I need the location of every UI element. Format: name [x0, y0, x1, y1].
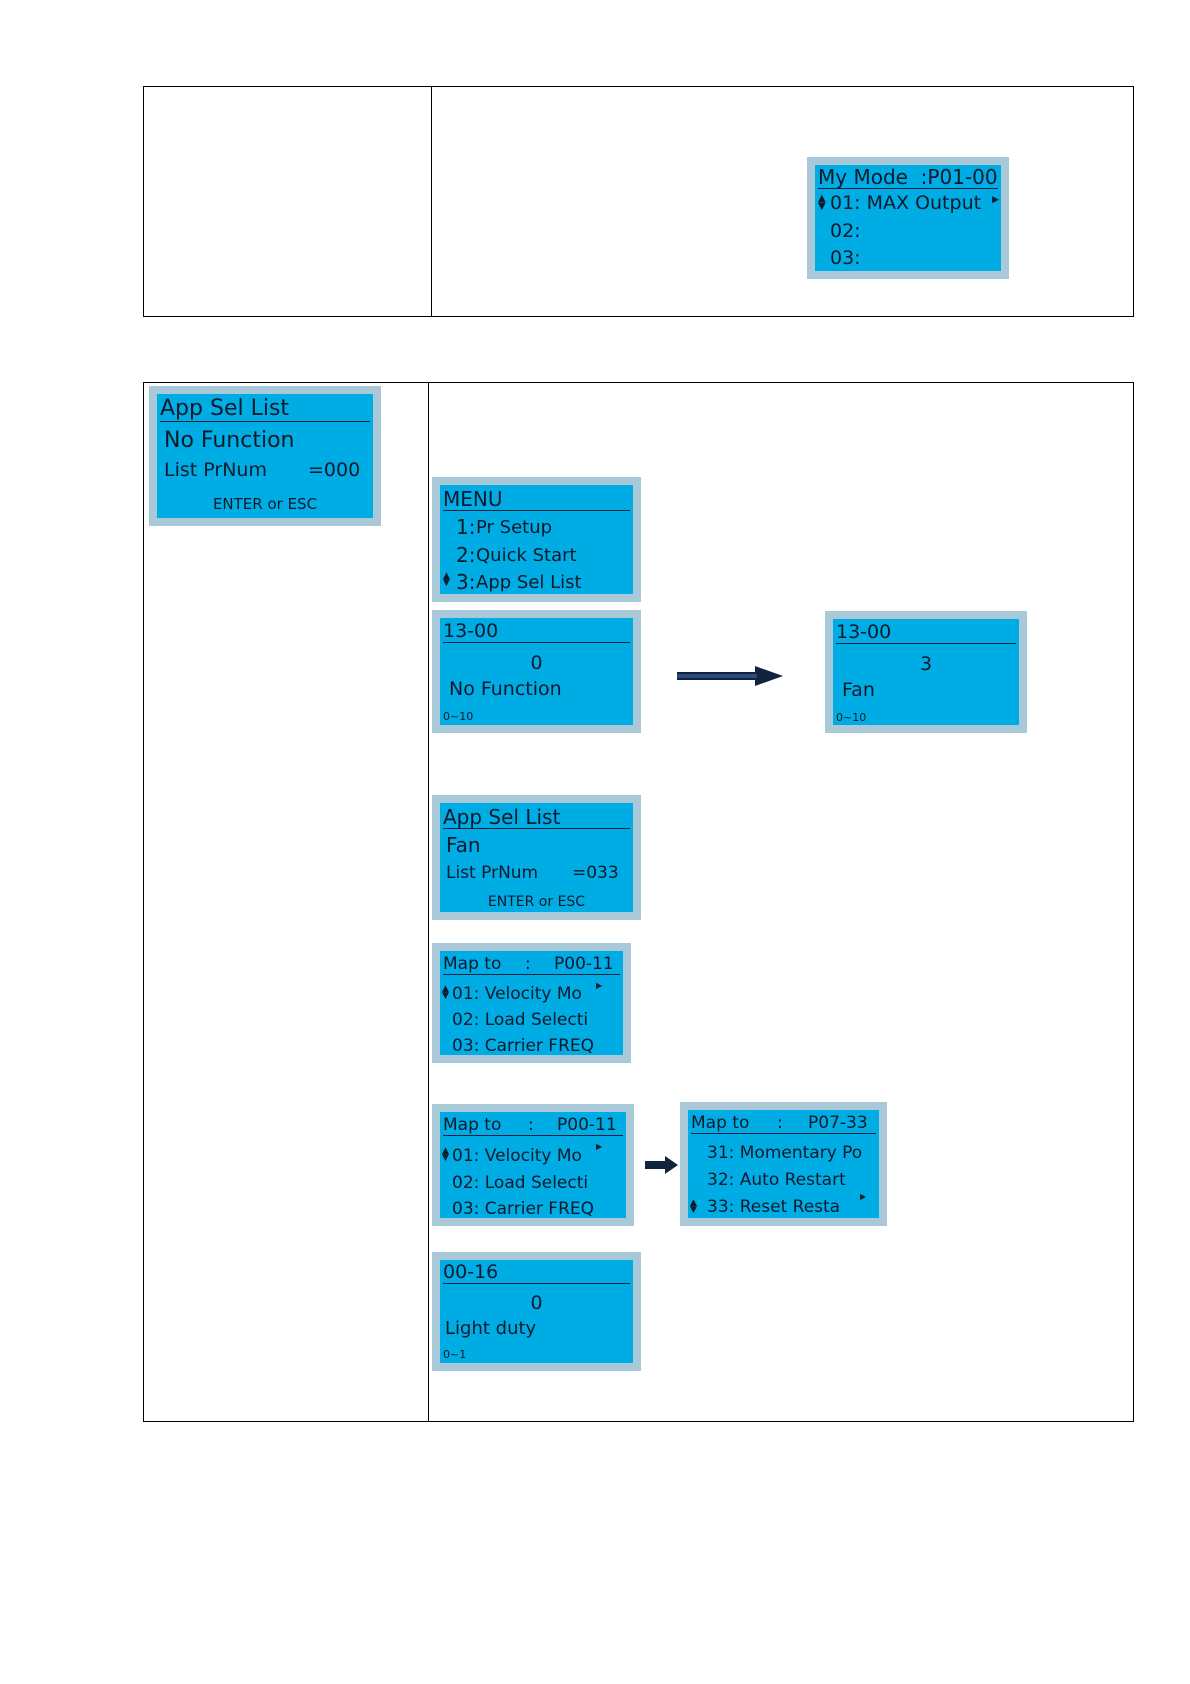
- lcd-map-to-screen: Map to : P07-33 31: Momentary Po 32: Aut…: [688, 1110, 879, 1218]
- lcd-title-bar: [443, 955, 620, 975]
- lcd-title-label: Map to: [443, 1115, 502, 1135]
- lcd-title-bar: [443, 1116, 623, 1136]
- lcd-00-16-screen: 00-16 0 Light duty 0~1: [440, 1260, 633, 1363]
- lcd-row-3: 33: Reset Resta: [707, 1197, 841, 1217]
- menu-item-3-num: 3:: [456, 570, 476, 594]
- lcd-map-to-p00-11-b: Map to : P00-11 ▲▼ 01: Velocity Mo ▶ 02:…: [432, 1104, 634, 1226]
- lcd-row-2: 02: Load Selecti: [452, 1010, 589, 1030]
- lcd-title: App Sel List: [160, 398, 370, 422]
- menu-item-2-text: Quick Start: [476, 545, 577, 566]
- table-2-divider: [428, 382, 429, 1422]
- lcd-title-param: P00-11: [554, 954, 614, 974]
- lcd-name: Fan: [842, 679, 875, 701]
- lcd-range: 0~10: [443, 710, 474, 723]
- lcd-title-sep: :: [525, 954, 531, 974]
- menu-item-3-text: App Sel List: [476, 572, 582, 593]
- lcd-value: 0: [530, 1292, 543, 1314]
- lcd-app-sel-fan: App Sel List Fan List PrNum =033 ENTER o…: [432, 795, 641, 920]
- lcd-13-00-before: 13-00 0 No Function 0~10: [432, 610, 641, 733]
- lcd-menu-screen: MENU 1: Pr Setup 2: Quick Start ▲▼ 3: Ap…: [440, 485, 633, 594]
- menu-item-1-text: Pr Setup: [476, 517, 553, 538]
- lcd-title-bar: [691, 1114, 876, 1134]
- lcd-my-mode: My Mode :P01-00 ▲▼ 01: MAX Output ▶ 02: …: [807, 157, 1009, 279]
- up-down-arrow-icon: ▲▼: [818, 193, 826, 212]
- lcd-map-to-p07-33: Map to : P07-33 31: Momentary Po 32: Aut…: [680, 1102, 887, 1226]
- lcd-row-1: 01: Velocity Mo: [452, 984, 582, 1004]
- lcd-name: Light duty: [445, 1318, 537, 1339]
- right-triangle-icon: ▶: [596, 1142, 603, 1151]
- lcd-menu: MENU 1: Pr Setup 2: Quick Start ▲▼ 3: Ap…: [432, 477, 641, 602]
- lcd-row-1: 01: MAX Output: [830, 192, 982, 214]
- lcd-my-mode-screen: My Mode :P01-00 ▲▼ 01: MAX Output ▶ 02: …: [815, 165, 1001, 271]
- flow-arrow-icon: [645, 1156, 678, 1174]
- lcd-13-00-after-screen: 13-00 3 Fan 0~10: [833, 619, 1019, 725]
- lcd-footer: ENTER or ESC: [212, 495, 318, 513]
- lcd-title-sep: :: [777, 1113, 783, 1133]
- lcd-app-sel-fan-screen: App Sel List Fan List PrNum =033 ENTER o…: [440, 803, 633, 912]
- right-triangle-icon: ▶: [992, 195, 999, 205]
- lcd-13-00-before-screen: 13-00 0 No Function 0~10: [440, 618, 633, 725]
- lcd-footer: ENTER or ESC: [487, 894, 586, 910]
- lcd-list-prnum-label: List PrNum: [446, 863, 539, 883]
- lcd-list-prnum-label: List PrNum: [164, 459, 267, 481]
- lcd-title: App Sel List: [443, 807, 630, 829]
- up-down-arrow-icon: ▲▼: [442, 984, 449, 1001]
- lcd-title: 00-16: [443, 1263, 630, 1284]
- lcd-app-sel-no-function: App Sel List No Function List PrNum =000…: [149, 386, 381, 526]
- lcd-row-1: 01: Velocity Mo: [452, 1146, 582, 1166]
- lcd-13-00-after: 13-00 3 Fan 0~10: [825, 611, 1027, 733]
- lcd-00-16: 00-16 0 Light duty 0~1: [432, 1252, 641, 1371]
- lcd-app-sel-no-function-screen: App Sel List No Function List PrNum =000…: [157, 394, 373, 518]
- lcd-title-param: P07-33: [808, 1113, 868, 1133]
- lcd-row-3: 03: Carrier FREQ: [452, 1199, 595, 1218]
- lcd-line-1: No Function: [164, 428, 295, 453]
- lcd-range: 0~1: [443, 1348, 467, 1361]
- flow-arrow-icon: [677, 666, 783, 686]
- lcd-row-3: 03: Carrier FREQ: [452, 1036, 595, 1055]
- lcd-title: 13-00: [836, 623, 1016, 644]
- up-down-arrow-icon: ▲▼: [690, 1198, 697, 1215]
- up-down-arrow-icon: ▲▼: [443, 571, 450, 588]
- lcd-line-1: Fan: [446, 833, 481, 857]
- lcd-list-prnum-value: =033: [572, 863, 619, 883]
- table-1: [143, 86, 1134, 317]
- lcd-title-label: Map to: [443, 954, 502, 974]
- lcd-row-2: 02:: [830, 220, 861, 242]
- lcd-title-sep: :: [528, 1115, 534, 1135]
- lcd-range: 0~10: [836, 711, 867, 724]
- lcd-title-label: Map to: [691, 1113, 750, 1133]
- menu-item-2-num: 2:: [456, 543, 476, 567]
- lcd-map-to-p00-11-a: Map to : P00-11 ▲▼ 01: Velocity Mo ▶ 02:…: [432, 943, 631, 1063]
- table-1-divider: [431, 86, 432, 317]
- lcd-title: 13-00: [443, 622, 630, 643]
- lcd-name: No Function: [449, 678, 562, 700]
- lcd-map-to-screen: Map to : P00-11 ▲▼ 01: Velocity Mo ▶ 02:…: [440, 1112, 626, 1218]
- menu-item-1-num: 1:: [456, 515, 476, 539]
- lcd-title-param: P00-11: [557, 1115, 617, 1135]
- right-triangle-icon: ▶: [596, 981, 603, 990]
- lcd-row-3: 03:: [830, 247, 861, 269]
- lcd-title: MENU: [443, 489, 630, 511]
- lcd-map-to-screen: Map to : P00-11 ▲▼ 01: Velocity Mo ▶ 02:…: [440, 951, 623, 1055]
- up-down-arrow-icon: ▲▼: [442, 1146, 449, 1163]
- lcd-value: 0: [530, 652, 543, 674]
- lcd-row-2: 02: Load Selecti: [452, 1173, 589, 1193]
- lcd-value: 3: [919, 653, 933, 675]
- lcd-list-prnum-value: =000: [308, 459, 361, 481]
- lcd-row-1: 31: Momentary Po: [707, 1143, 863, 1163]
- right-triangle-icon: ▶: [860, 1192, 867, 1201]
- lcd-title: My Mode :P01-00: [818, 165, 998, 189]
- table-2: [143, 382, 1134, 1422]
- lcd-row-2: 32: Auto Restart: [707, 1170, 846, 1190]
